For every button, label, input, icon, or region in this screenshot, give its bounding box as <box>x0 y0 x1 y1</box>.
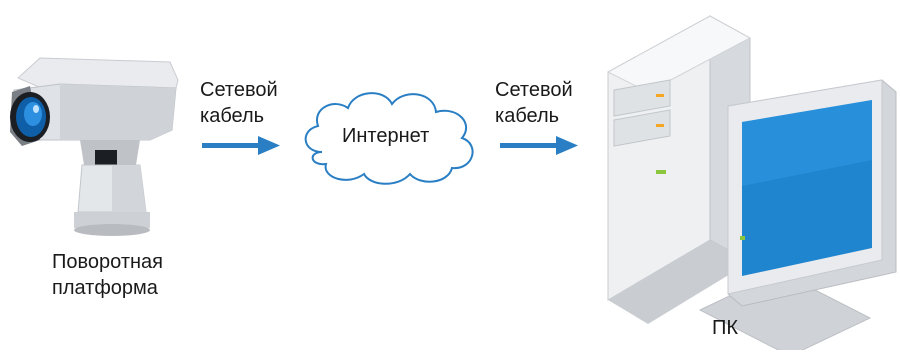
cloud-icon <box>304 92 474 185</box>
camera-label-line2: платформа <box>52 277 158 299</box>
desktop-computer-icon <box>606 15 897 350</box>
pc-label: ПК <box>712 317 739 339</box>
link2-label-line1: Сетевой <box>495 79 573 101</box>
arrow-right-icon <box>202 136 280 155</box>
internet-label: Интернет <box>342 125 430 147</box>
camera-label-line1: Поворотная <box>52 251 163 273</box>
link2-label-line2: кабель <box>495 105 560 127</box>
link1-label-line1: Сетевой <box>200 79 278 101</box>
ptz-camera-icon <box>10 57 179 236</box>
arrow-right-icon <box>500 136 578 155</box>
link1-label-line2: кабель <box>200 105 265 127</box>
